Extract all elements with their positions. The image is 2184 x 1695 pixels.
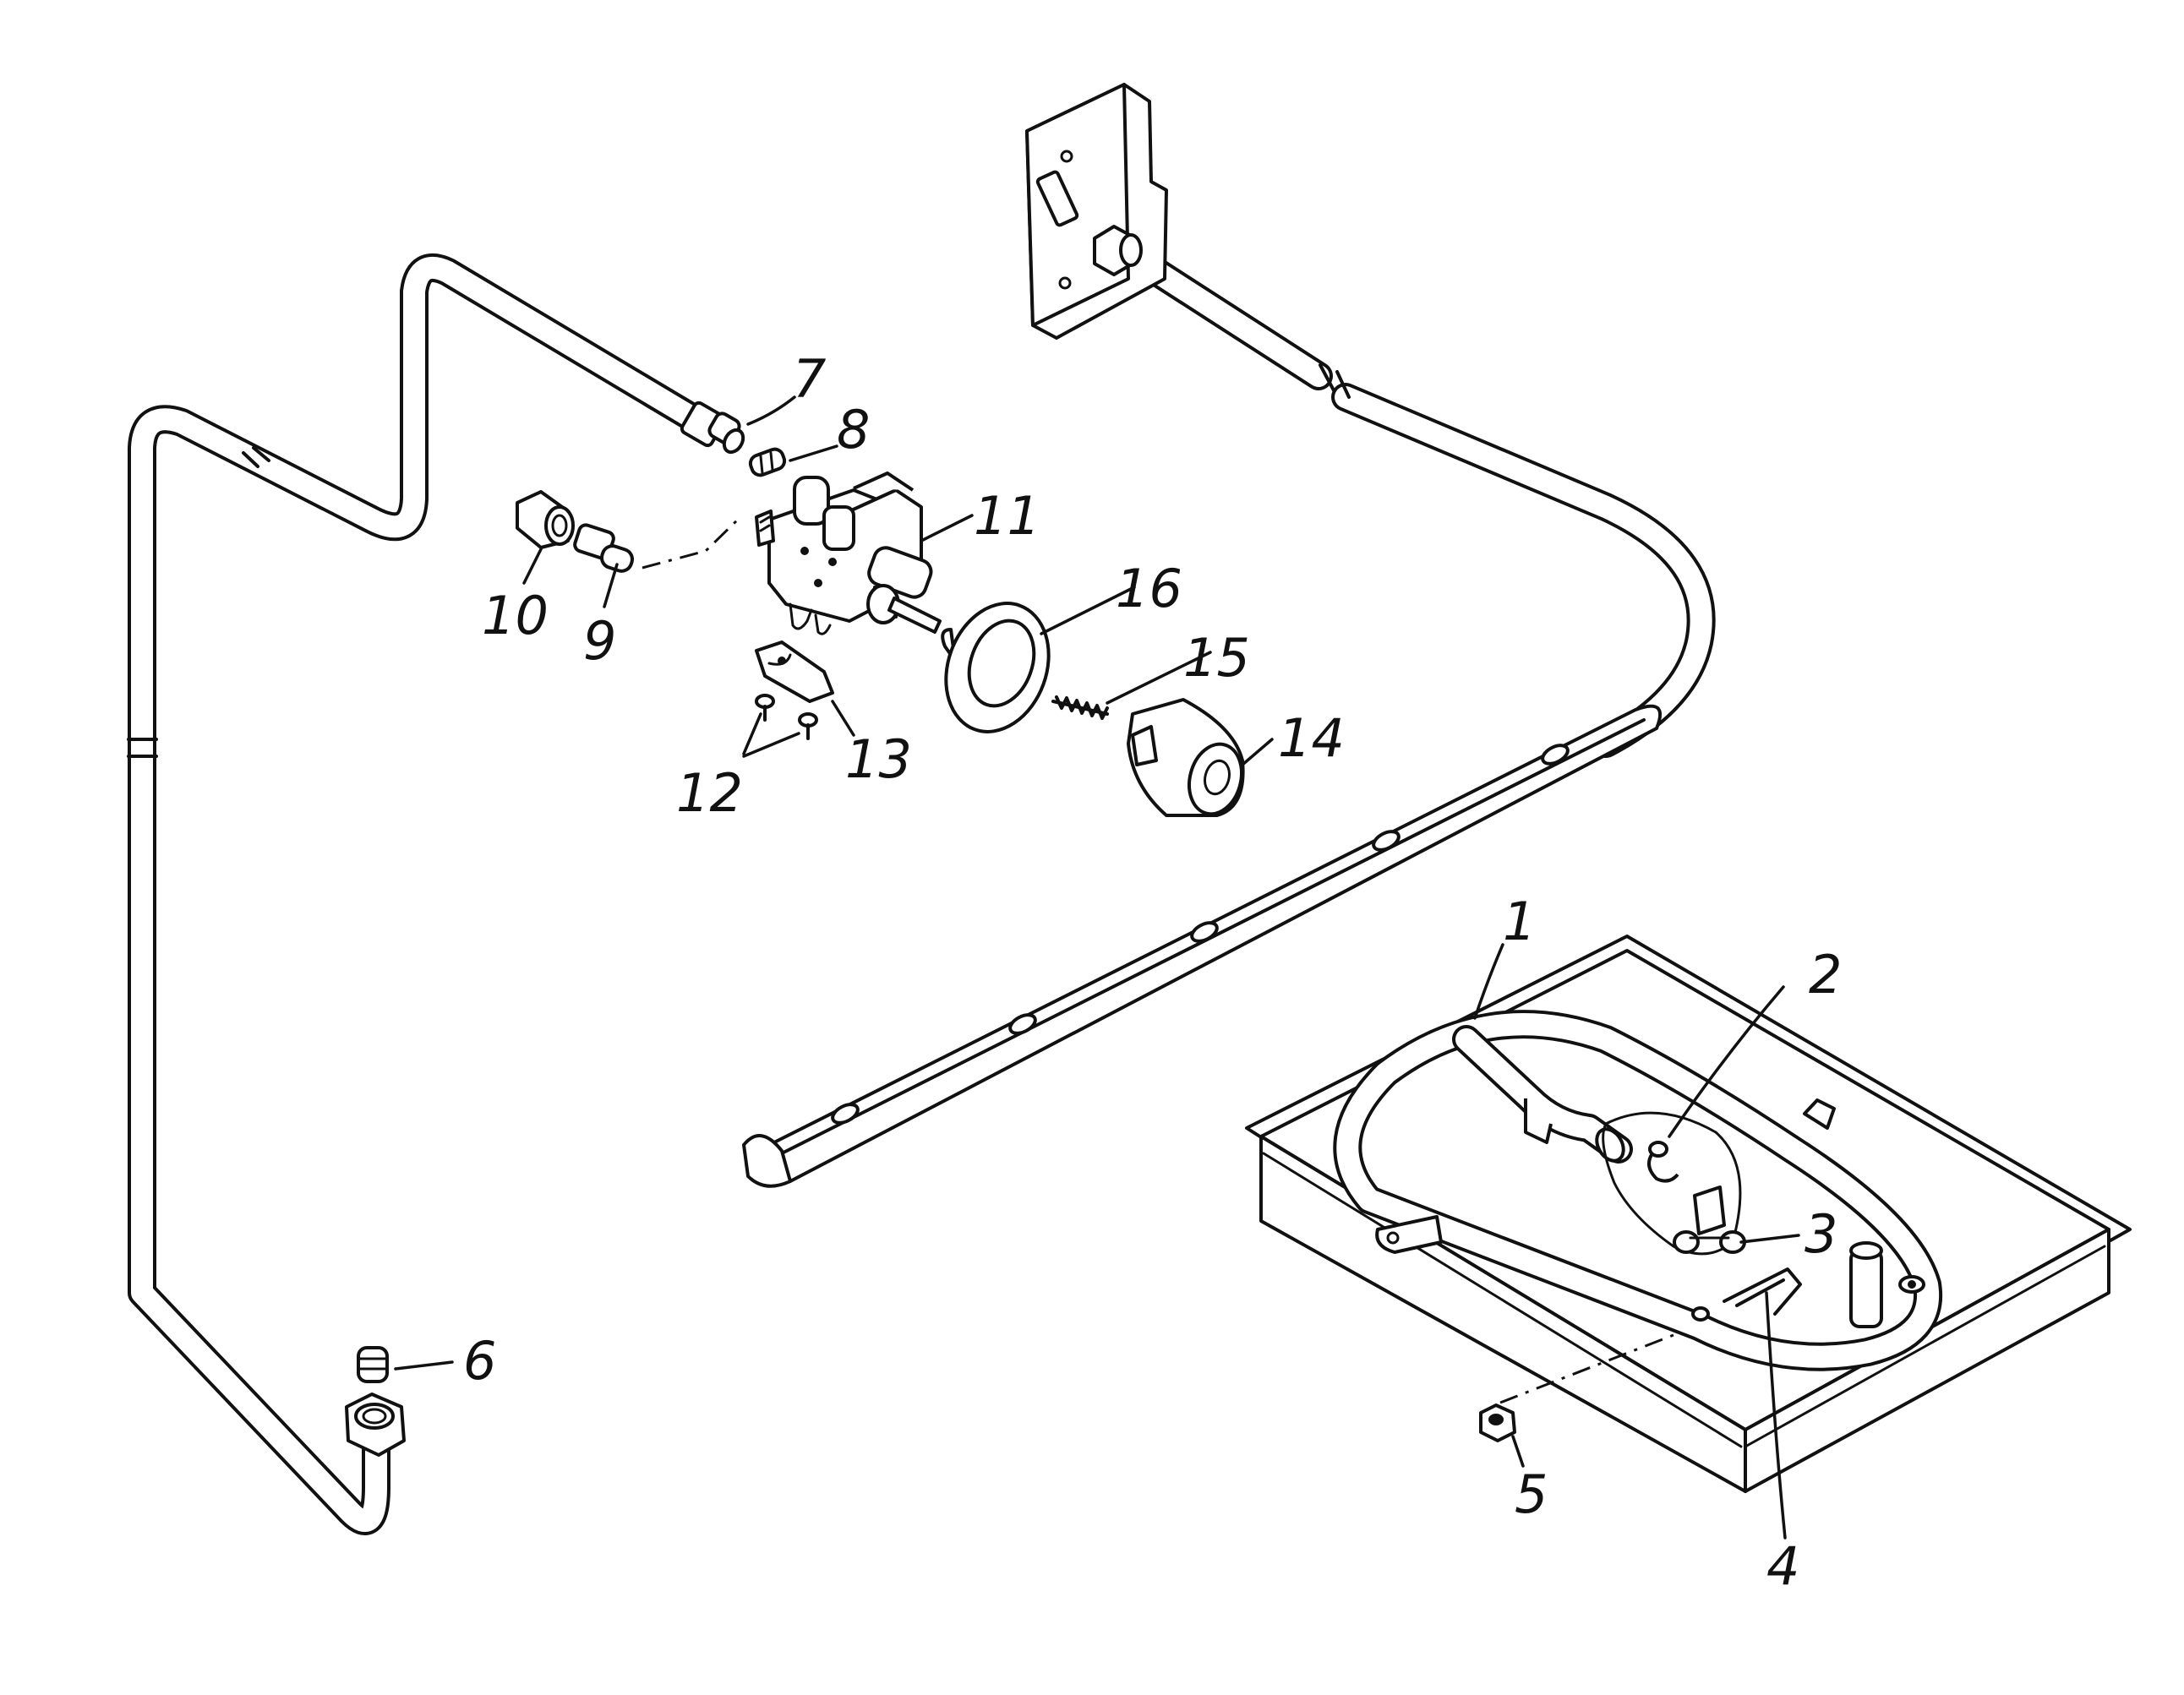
label-8: 8	[837, 399, 870, 461]
label-2: 2	[1809, 944, 1842, 1006]
bottom-nut	[345, 1393, 406, 1457]
label-16: 16	[1116, 558, 1182, 619]
label-5: 5	[1515, 1463, 1548, 1525]
part-13-clip	[755, 640, 834, 703]
part-5-nut	[1479, 1333, 1674, 1442]
label-1: 1	[1503, 891, 1536, 952]
part-9-fitting	[573, 523, 635, 573]
burner-inner-detail	[1602, 1111, 1746, 1256]
part-1-burner-loop	[1333, 1010, 1943, 1371]
burner-pan	[1245, 935, 2132, 1493]
part-11-gas-valve	[755, 471, 942, 635]
callout-labels: 1 2 3 4 5 6 7 8 9 10 11 12 13 14 15 16	[463, 348, 1842, 1597]
label-10: 10	[482, 585, 549, 646]
label-12: 12	[676, 762, 743, 824]
label-4: 4	[1766, 1535, 1799, 1597]
label-3: 3	[1805, 1203, 1837, 1265]
label-6: 6	[463, 1330, 496, 1392]
part-8-nozzle	[748, 447, 787, 477]
part-6-plug	[357, 1346, 389, 1383]
part-15-spring	[1051, 695, 1109, 720]
label-14: 14	[1278, 707, 1345, 769]
part-4-thermocouple	[1691, 1267, 1802, 1322]
label-7: 7	[793, 348, 826, 410]
part-12-screws	[755, 694, 818, 740]
label-15: 15	[1183, 627, 1250, 689]
label-11: 11	[974, 485, 1040, 547]
burner-bar	[742, 704, 1662, 1188]
part-14-knob	[1127, 698, 1245, 817]
leader-lines	[394, 395, 1800, 1540]
fitting-7	[680, 401, 745, 455]
label-13: 13	[845, 728, 912, 790]
left-gas-tube	[127, 253, 707, 1535]
part-10-fitting	[516, 490, 575, 549]
wall-mounting-plate	[1025, 83, 1168, 340]
part-16-bezel-ring	[941, 602, 1051, 733]
label-9: 9	[583, 610, 616, 672]
alignment-line-9-11	[642, 514, 744, 570]
